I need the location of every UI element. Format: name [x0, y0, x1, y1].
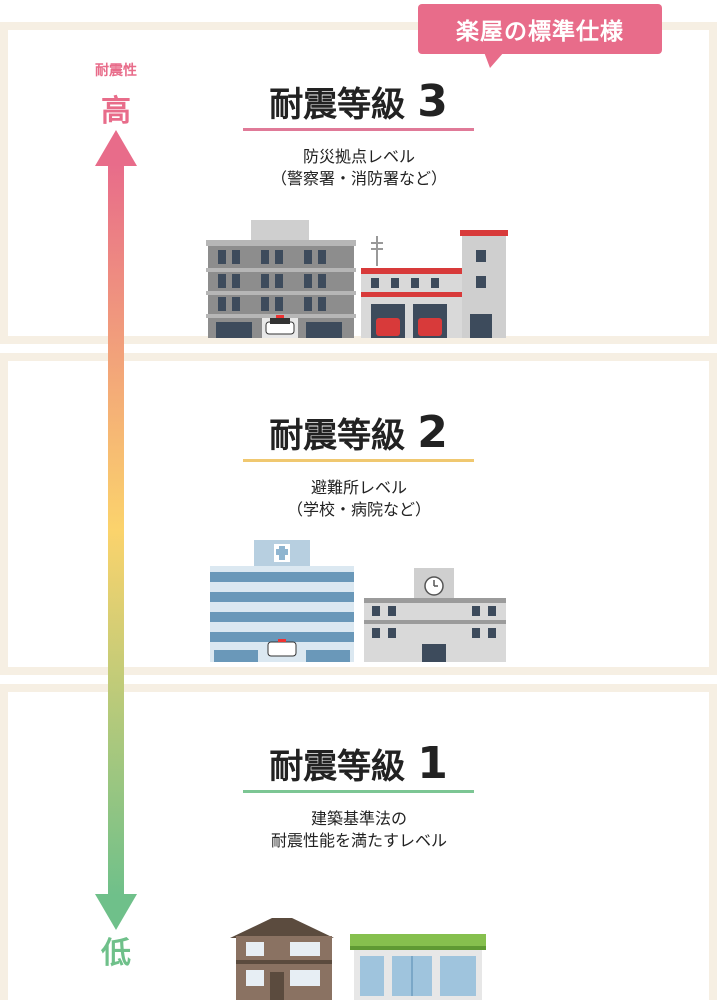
grade-1-description: 建築基準法の 耐震性能を満たすレベル: [270, 809, 447, 850]
axis-label: 耐震性: [95, 63, 137, 79]
grade-3-underline: [243, 128, 474, 131]
axis-low-label: 低: [101, 936, 131, 971]
grade-3-description: 防災拠点レベル （警察署・消防署など）: [270, 147, 447, 188]
axis-high-label: 高: [101, 94, 131, 129]
badge-tail: [484, 52, 504, 68]
axis-bar: [108, 164, 124, 896]
arrow-up-icon: [95, 130, 137, 166]
arrow-down-icon: [95, 894, 137, 930]
grade-1-underline: [243, 790, 474, 793]
hospital-icon: [210, 540, 506, 662]
house-icon: [230, 918, 486, 1000]
police-station-icon: [206, 220, 508, 338]
seismic-axis-arrow: [95, 130, 137, 930]
grade-2-underline: [243, 459, 474, 462]
grade-2-description: 避難所レベル （学校・病院など）: [286, 478, 431, 519]
standard-spec-badge: 楽屋の標準仕様: [418, 4, 662, 54]
